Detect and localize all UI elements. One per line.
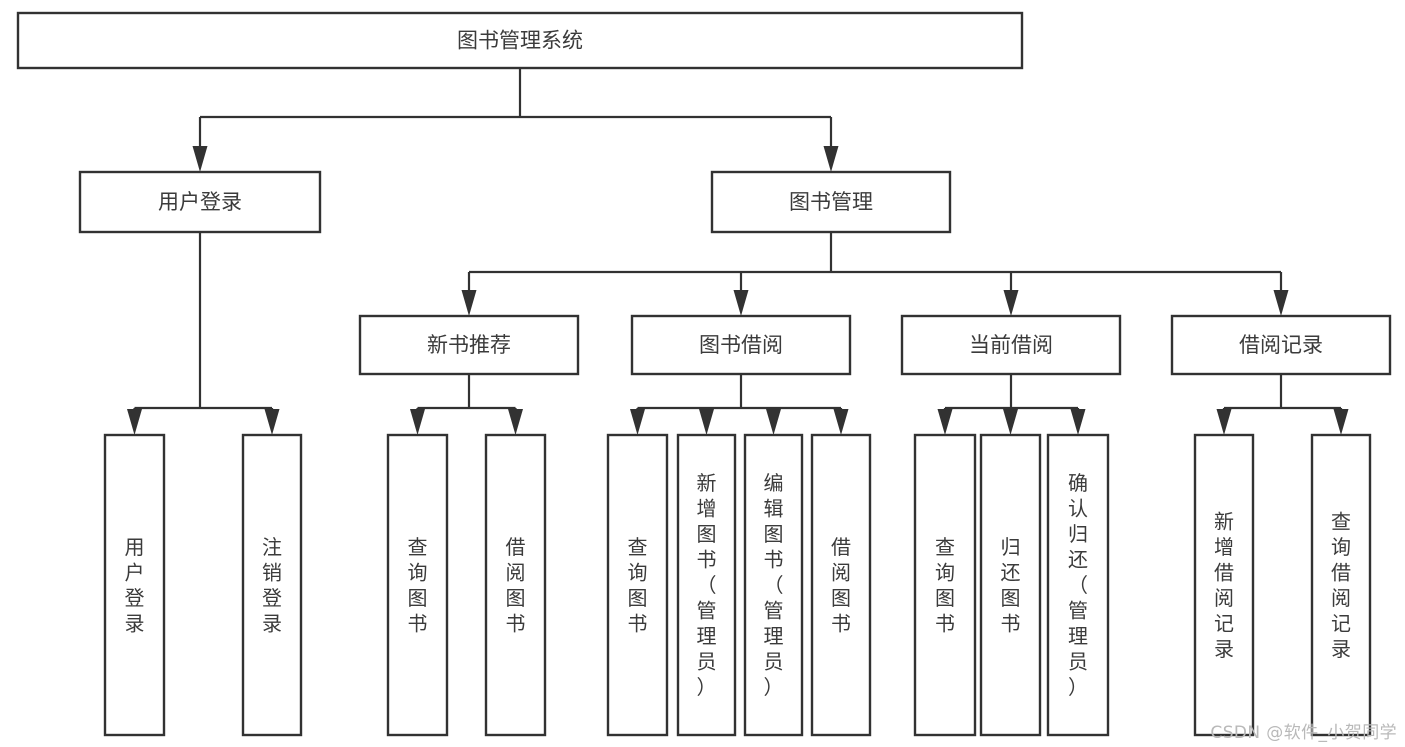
node-label-user-login: 用户登录 (158, 190, 242, 214)
arrow-head-icon (127, 409, 142, 435)
node-box-borrow-record[interactable] (1170, 314, 1392, 376)
node-leaf-borrow-book-1[interactable]: 借阅图书 (484, 433, 547, 737)
node-label-leaf-borrow-book-1: 借阅图书 (506, 535, 526, 636)
node-label-root: 图书管理系统 (457, 29, 583, 53)
arrow-head-icon (937, 409, 953, 435)
connector-group-book-manage (461, 232, 1289, 316)
node-box-book-borrow[interactable] (630, 314, 852, 376)
node-leaf-add-record[interactable]: 新增借阅记录 (1193, 433, 1255, 737)
node-leaf-query-book-3[interactable]: 查询图书 (913, 433, 977, 737)
node-box-leaf-logout[interactable] (241, 433, 303, 737)
arrow-head-icon (1003, 290, 1019, 316)
node-box-leaf-confirm-return[interactable] (1046, 433, 1110, 737)
node-label-leaf-borrow-book-2: 借阅图书 (831, 535, 851, 636)
node-root[interactable]: 图书管理系统 (16, 11, 1024, 70)
node-current-borrow[interactable]: 当前借阅 (900, 314, 1122, 376)
node-box-leaf-borrow-book-2[interactable] (810, 433, 872, 737)
node-leaf-user-login[interactable]: 用户登录 (103, 433, 166, 737)
connector-layer (127, 68, 1349, 435)
node-label-book-borrow: 图书借阅 (699, 333, 783, 357)
node-box-leaf-user-login[interactable] (103, 433, 166, 737)
node-box-leaf-add-record[interactable] (1193, 433, 1255, 737)
arrow-head-icon (508, 409, 523, 435)
node-label-leaf-return-book: 归还图书 (1001, 535, 1021, 636)
arrow-head-icon (410, 409, 425, 435)
node-leaf-query-record[interactable]: 查询借阅记录 (1310, 433, 1372, 737)
node-leaf-logout[interactable]: 注销登录 (241, 433, 303, 737)
node-label-leaf-query-book-2: 查询图书 (628, 535, 648, 636)
node-label-leaf-query-book-1: 查询图书 (408, 535, 428, 636)
arrow-head-icon (833, 409, 849, 435)
watermark-label: CSDN @软件_小贺同学 (1210, 723, 1397, 743)
node-box-leaf-return-book[interactable] (979, 433, 1042, 737)
node-borrow-record[interactable]: 借阅记录 (1170, 314, 1392, 376)
arrow-head-icon (1333, 409, 1349, 435)
node-label-leaf-add-record: 新增借阅记录 (1214, 509, 1234, 661)
node-new-book-recommend[interactable]: 新书推荐 (358, 314, 580, 376)
node-box-leaf-query-book-2[interactable] (606, 433, 669, 737)
connector-group-new-book-recommend (410, 374, 523, 435)
node-label-new-book-recommend: 新书推荐 (427, 333, 511, 357)
connector-group-current-borrow (937, 374, 1086, 435)
node-box-root[interactable] (16, 11, 1024, 70)
node-label-leaf-add-book: 新增图书（管理员） (697, 471, 717, 699)
node-label-leaf-confirm-return: 确认归还（管理员） (1068, 471, 1088, 699)
arrow-head-icon (1003, 409, 1018, 435)
node-box-current-borrow[interactable] (900, 314, 1122, 376)
node-leaf-query-book-2[interactable]: 查询图书 (606, 433, 669, 737)
node-leaf-return-book[interactable]: 归还图书 (979, 433, 1042, 737)
node-box-book-manage[interactable] (710, 170, 952, 234)
arrow-head-icon (630, 409, 645, 435)
node-label-leaf-edit-book: 编辑图书（管理员） (764, 471, 784, 699)
connector-group-book-borrow (630, 374, 849, 435)
connector-group-root (192, 68, 839, 172)
arrow-head-icon (1273, 290, 1289, 316)
node-box-leaf-query-book-1[interactable] (386, 433, 449, 737)
arrow-head-icon (766, 409, 781, 435)
node-leaf-query-book-1[interactable]: 查询图书 (386, 433, 449, 737)
node-box-user-login[interactable] (78, 170, 322, 234)
connector-group-borrow-record (1216, 374, 1349, 435)
node-label-leaf-user-login: 用户登录 (125, 535, 145, 636)
node-label-leaf-query-book-3: 查询图书 (935, 535, 955, 636)
node-leaf-borrow-book-2[interactable]: 借阅图书 (810, 433, 872, 737)
node-box-leaf-query-book-3[interactable] (913, 433, 977, 737)
node-box-leaf-edit-book[interactable] (743, 433, 804, 737)
arrow-head-icon (264, 409, 280, 435)
arrow-head-icon (1070, 409, 1086, 435)
node-leaf-confirm-return[interactable]: 确认归还（管理员） (1046, 433, 1110, 737)
arrow-head-icon (823, 146, 839, 172)
node-user-login[interactable]: 用户登录 (78, 170, 322, 234)
node-box-leaf-add-book[interactable] (676, 433, 737, 737)
node-book-manage[interactable]: 图书管理 (710, 170, 952, 234)
node-box-new-book-recommend[interactable] (358, 314, 580, 376)
node-box-leaf-borrow-book-1[interactable] (484, 433, 547, 737)
node-layer: 图书管理系统用户登录图书管理新书推荐图书借阅当前借阅借阅记录用户登录注销登录查询… (16, 11, 1392, 737)
arrow-head-icon (699, 409, 714, 435)
node-label-current-borrow: 当前借阅 (969, 333, 1053, 357)
node-book-borrow[interactable]: 图书借阅 (630, 314, 852, 376)
arrow-head-icon (461, 290, 477, 316)
arrow-head-icon (1216, 409, 1232, 435)
node-label-book-manage: 图书管理 (789, 190, 873, 214)
node-label-borrow-record: 借阅记录 (1239, 333, 1323, 357)
node-label-leaf-query-record: 查询借阅记录 (1331, 509, 1351, 661)
node-label-leaf-logout: 注销登录 (262, 535, 282, 636)
connector-group-user-login (127, 232, 280, 435)
arrow-head-icon (733, 290, 749, 316)
node-leaf-edit-book[interactable]: 编辑图书（管理员） (743, 433, 804, 737)
node-box-leaf-query-record[interactable] (1310, 433, 1372, 737)
node-leaf-add-book[interactable]: 新增图书（管理员） (676, 433, 737, 737)
arrow-head-icon (192, 146, 208, 172)
